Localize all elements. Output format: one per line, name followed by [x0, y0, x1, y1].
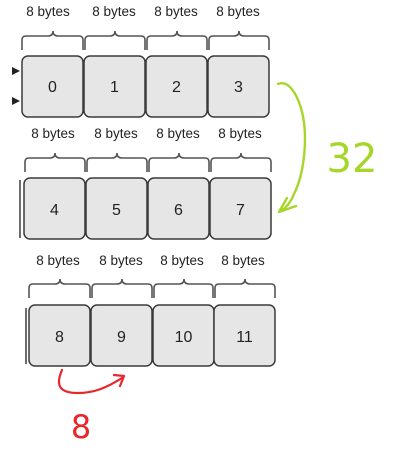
cell-index: 2	[172, 79, 181, 96]
byte-brace	[91, 278, 153, 298]
cell-index: 4	[50, 202, 59, 219]
brace-label: 8 bytes	[160, 253, 204, 268]
cell-index: 11	[236, 329, 253, 346]
element-stride-arrowhead-icon	[112, 373, 126, 388]
brace-label: 8 bytes	[36, 253, 80, 268]
memory-cell	[21, 55, 84, 118]
brace-label: 8 bytes	[216, 4, 260, 19]
byte-brace	[21, 30, 84, 50]
memory-cell	[85, 177, 148, 240]
memory-cell	[147, 177, 210, 240]
cell-index: 7	[236, 202, 245, 219]
byte-brace	[24, 152, 86, 172]
memory-cell	[207, 55, 270, 118]
cell-index: 8	[55, 329, 64, 346]
byte-brace	[84, 30, 146, 50]
byte-brace	[153, 278, 214, 298]
memory-row-0: 8 bytes 8 bytes 8 bytes 8 bytes 0 1 2 3	[21, 4, 270, 118]
byte-brace	[86, 152, 148, 172]
brace-label: 8 bytes	[94, 126, 138, 141]
row-stride-label: 32	[327, 136, 378, 182]
memory-cell	[145, 55, 208, 118]
brace-label: 8 bytes	[92, 4, 136, 19]
cell-index: 6	[174, 202, 183, 219]
byte-brace	[146, 30, 208, 50]
cell-index: 5	[112, 202, 121, 219]
memory-row-1: 8 bytes 8 bytes 8 bytes 8 bytes 4 5 6 7	[19, 126, 272, 240]
cell-index: 3	[234, 79, 243, 96]
row-stride-arrowhead-icon	[277, 196, 298, 214]
brace-label: 8 bytes	[221, 253, 265, 268]
memory-cell	[23, 177, 86, 240]
brace-label: 8 bytes	[26, 4, 70, 19]
brace-label: 8 bytes	[218, 126, 262, 141]
byte-brace	[28, 278, 91, 298]
memory-row-2: 8 bytes 8 bytes 8 bytes 8 bytes 8 9 10 1…	[25, 253, 276, 367]
element-stride-label: 8	[71, 408, 91, 446]
memory-cell	[90, 304, 153, 367]
byte-brace	[210, 152, 272, 172]
row-stride-arrow	[276, 82, 307, 213]
byte-brace	[148, 152, 210, 172]
brace-label: 8 bytes	[99, 253, 143, 268]
element-stride-arrow	[57, 368, 124, 395]
memory-cell	[209, 177, 272, 240]
row-pointer-arrow-icon	[12, 67, 20, 75]
row-pointer-arrow-icon	[12, 97, 20, 105]
cell-index: 9	[117, 329, 126, 346]
memory-cell	[28, 304, 91, 367]
cell-index: 10	[175, 329, 193, 346]
memory-cell	[83, 55, 146, 118]
byte-brace	[208, 30, 270, 50]
byte-brace	[214, 278, 276, 298]
cell-index: 1	[110, 79, 119, 96]
brace-label: 8 bytes	[154, 4, 198, 19]
brace-label: 8 bytes	[31, 126, 75, 141]
brace-label: 8 bytes	[156, 126, 200, 141]
memory-cell	[213, 304, 276, 367]
cell-index: 0	[48, 79, 57, 96]
